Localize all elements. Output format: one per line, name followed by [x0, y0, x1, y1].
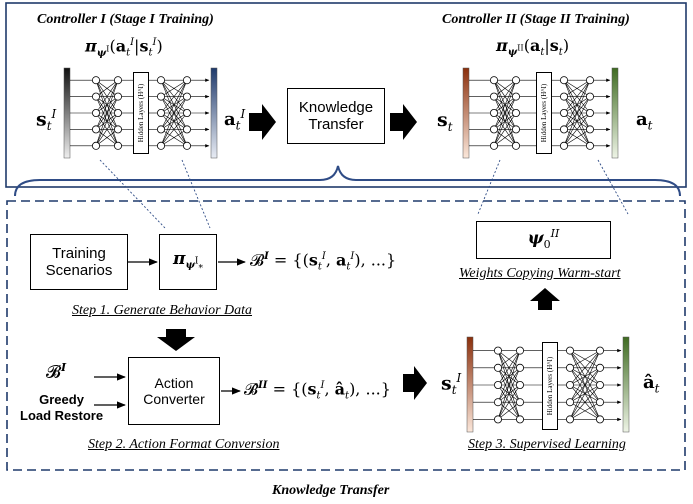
state-bar-2	[462, 67, 470, 159]
block-arrow-2	[390, 104, 417, 140]
action-converter-box: Action Converter	[128, 357, 220, 425]
step1-caption: Step 1. Generate Behavior Data	[72, 303, 253, 318]
curly-brace	[14, 165, 681, 197]
dotted-guides	[99, 159, 629, 229]
ts-line-1: Training	[52, 244, 106, 262]
ac-line-1: Action	[154, 374, 194, 391]
hidden-layers-box-2: Hidden Layers (H^I)	[536, 72, 552, 154]
knowledge-transfer-box: Knowledge Transfer	[287, 88, 385, 144]
action-label-2: at	[636, 109, 653, 133]
network-edges	[473, 348, 622, 422]
input-b-label: 𝓑I	[46, 361, 67, 383]
step3-caption: Step 3. Supervised Learning	[468, 437, 626, 452]
controller2-policy: πψII(at|st)	[496, 36, 570, 59]
weights-box: ψ0II	[476, 221, 611, 259]
kt-line-2: Transfer	[308, 116, 364, 133]
action-label-1: atI	[224, 107, 246, 133]
network-nodes	[92, 76, 191, 150]
step2-caption: Step 2. Action Format Conversion	[88, 437, 280, 452]
thin-arrows	[94, 258, 246, 409]
state-bar-1	[63, 67, 71, 159]
controller2-title: Controller II (Stage II Training)	[442, 12, 630, 27]
state-bar-3	[466, 336, 474, 433]
action-bar-1	[210, 67, 218, 159]
greedy-line-1: Greedy	[39, 392, 84, 407]
hidden-layers-box-3: Hidden Layers (H^I)	[542, 342, 558, 430]
state-label-2: st	[437, 109, 453, 134]
controller1-title: Controller I (Stage I Training)	[37, 12, 214, 27]
ts-line-2: Scenarios	[45, 262, 113, 279]
converted-data: 𝓑̂II = {(stI, ât), ...}	[244, 379, 391, 402]
footer-title: Knowledge Transfer	[272, 483, 390, 498]
block-arrow-3	[403, 366, 427, 400]
training-scenarios-box: Training Scenarios	[30, 234, 128, 290]
action-label-3: ât	[643, 372, 660, 396]
network-supervised	[466, 336, 630, 433]
network-nodes	[493, 346, 605, 424]
state-label-1: stI	[36, 107, 57, 134]
action-bar-3	[622, 336, 630, 433]
behavior-data: 𝓑I = {(stI, atI), ...}	[250, 250, 397, 273]
top-frame	[5, 2, 687, 188]
state-label-3: stI	[441, 371, 462, 398]
hidden-layers-box-1: Hidden Layers (H^I)	[133, 72, 149, 154]
network-edges	[469, 78, 611, 148]
controller1-policy: πψI(atI|stI)	[85, 36, 163, 59]
bottom-dashed-frame	[6, 200, 686, 471]
hidden-layers-label-2: Hidden Layers (H^I)	[539, 83, 548, 143]
greedy-line-2: Load Restore	[20, 408, 104, 424]
policy-star-box: πψI*	[159, 234, 217, 290]
network-nodes	[489, 76, 595, 150]
weights-caption: Weights Copying Warm-start	[459, 266, 621, 281]
block-arrow-down	[157, 329, 195, 351]
block-arrow-1	[249, 104, 276, 140]
block-arrow-up	[530, 288, 560, 310]
kt-line-1: Knowledge	[298, 98, 374, 116]
greedy-label: Greedy Load Restore	[20, 392, 103, 425]
hidden-layers-label-3: Hidden Layers (H^I)	[545, 356, 554, 416]
network-controller-1	[63, 67, 218, 159]
hidden-layers-label-1: Hidden Layers (H^I)	[136, 83, 145, 143]
network-controller-2	[462, 67, 619, 159]
ac-line-2: Converter	[143, 391, 205, 407]
action-bar-2	[611, 67, 619, 159]
